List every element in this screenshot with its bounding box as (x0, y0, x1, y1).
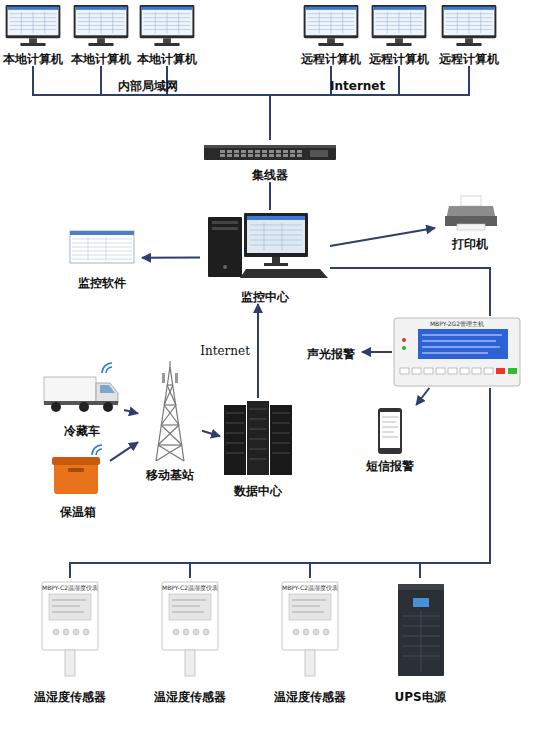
sensor-illustration (272, 578, 348, 682)
network-label: 内部局域网 (118, 79, 178, 93)
connector-label: Internet (200, 344, 250, 358)
device-node: 冷藏车 (40, 362, 124, 438)
device-label: 远程计算机 (344, 52, 454, 66)
device-node: 远程计算机 (368, 4, 430, 66)
device-node: 远程计算机 (438, 4, 500, 66)
device-label: 本地计算机 (112, 52, 222, 66)
device-label: 冷藏车 (16, 424, 148, 438)
connector-line (124, 410, 138, 413)
connector-line (202, 431, 220, 437)
device-node: 打印机 (435, 193, 505, 251)
pc-illustration (200, 210, 330, 282)
connector-line (33, 66, 270, 140)
device-label: 移动基站 (114, 468, 226, 482)
sensor-illustration (32, 578, 108, 682)
connector-line (142, 256, 200, 258)
device-node: MBPY-2G2管理主机 (392, 316, 522, 388)
device-node: 声光报警 (300, 343, 362, 361)
connector-line (110, 442, 138, 461)
connector-line (270, 66, 399, 140)
connector-line (310, 388, 490, 578)
device-node: 本地计算机 (2, 4, 64, 66)
connector-line (270, 66, 331, 140)
device-label: 远程计算机 (414, 52, 524, 66)
device-label: 监控中心 (176, 290, 354, 304)
network-label: Internet (330, 79, 385, 93)
connector-line (257, 304, 259, 398)
connector-line (330, 268, 490, 316)
device-screen-title: MBPY-C2温湿度仪表 (32, 584, 108, 591)
mon-illustration (300, 4, 362, 48)
dc-illustration (220, 398, 296, 478)
sensor-illustration (152, 578, 228, 682)
device-label: 集线器 (176, 168, 364, 182)
tower-illustration (138, 360, 202, 464)
device-node: MBPY-C2温湿度仪表温湿度传感器 (272, 578, 348, 704)
device-label: 短信报警 (334, 459, 446, 473)
mon-illustration (136, 4, 198, 48)
mon-illustration (70, 4, 132, 48)
connector-line (269, 182, 271, 210)
device-node: 数据中心 (220, 398, 296, 498)
hub-illustration (200, 140, 340, 164)
connector-line (330, 228, 435, 246)
soft-illustration (62, 226, 142, 268)
device-node: MBPY-C2温湿度仪表温湿度传感器 (152, 578, 228, 704)
connector-line (190, 388, 490, 578)
truck-illustration (40, 362, 124, 420)
device-label: 温湿度传感器 (248, 690, 372, 704)
phone-illustration (358, 405, 422, 457)
mon-illustration (438, 4, 500, 48)
printer-illustration (435, 193, 505, 233)
connector-line (70, 388, 490, 578)
device-node: 短信报警 (358, 405, 422, 473)
device-node: MBPY-C2温湿度仪表温湿度传感器 (32, 578, 108, 704)
device-label: 温湿度传感器 (128, 690, 252, 704)
mon-illustration (2, 4, 64, 48)
device-node: 本地计算机 (70, 4, 132, 66)
connector-line (416, 388, 429, 405)
device-node: 集线器 (200, 140, 340, 182)
connector-line (362, 351, 392, 353)
connector-line (420, 388, 490, 578)
ups-illustration (380, 578, 460, 682)
device-label: 温湿度传感器 (8, 690, 132, 704)
device-label: UPS电源 (356, 690, 484, 704)
connector-line (167, 66, 270, 140)
connector-line (270, 66, 469, 140)
device-screen-title: MBPY-2G2管理主机 (392, 320, 522, 327)
device-screen-title: MBPY-C2温湿度仪表 (272, 584, 348, 591)
device-node: 本地计算机 (136, 4, 198, 66)
device-label: 数据中心 (196, 484, 320, 498)
device-node: UPS电源 (380, 578, 460, 704)
device-node: 移动基站 (138, 360, 202, 482)
connector-line (101, 66, 270, 140)
cooler-illustration (46, 445, 110, 501)
device-node: 监控软件 (62, 226, 142, 290)
device-screen-title: MBPY-C2温湿度仪表 (152, 584, 228, 591)
device-node: 保温箱 (46, 445, 110, 519)
device-label: 声光报警 (276, 347, 386, 361)
device-label: 打印机 (411, 237, 529, 251)
device-node: 监控中心 (200, 210, 330, 304)
device-label: 监控软件 (38, 276, 166, 290)
device-node: 远程计算机 (300, 4, 362, 66)
device-label: 保温箱 (22, 505, 134, 519)
mon-illustration (368, 4, 430, 48)
